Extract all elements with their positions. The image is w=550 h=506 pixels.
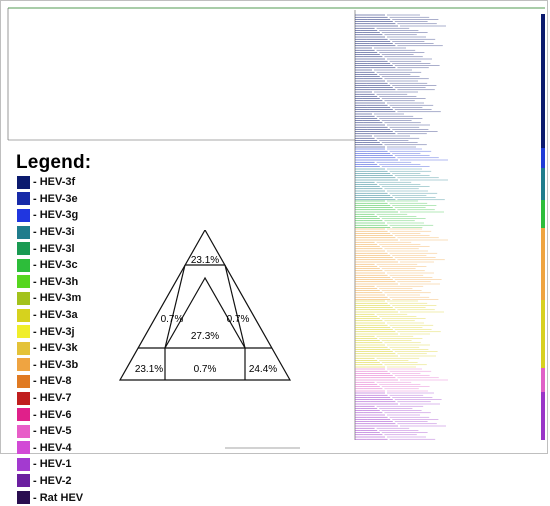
triangle-line-right-a <box>224 264 246 349</box>
legend-item: - HEV-3g <box>17 207 83 224</box>
label-right-upper: 0.7% <box>227 314 250 325</box>
label-bottom-right: 24.4% <box>249 364 277 375</box>
legend-label: - HEV-3h <box>33 275 79 288</box>
label-left-upper: 0.7% <box>161 314 184 325</box>
legend-swatch <box>17 408 30 422</box>
legend-swatch <box>17 341 30 355</box>
legend-swatch <box>17 175 30 189</box>
legend-item: - HEV-3f <box>17 174 83 191</box>
legend-label: - HEV-3l <box>33 242 75 255</box>
legend-item: - HEV-4 <box>17 440 83 457</box>
clade-bar <box>541 14 545 148</box>
figure-frame <box>0 0 548 454</box>
legend-label: - HEV-3g <box>33 209 79 222</box>
legend-item: - HEV-6 <box>17 406 83 423</box>
legend-item: - HEV-3i <box>17 224 83 241</box>
legend-item: - HEV-3k <box>17 340 83 357</box>
legend-label: - HEV-3f <box>33 176 76 189</box>
clade-bar <box>541 228 545 300</box>
legend-item: - HEV-3l <box>17 240 83 257</box>
clade-bar <box>541 168 545 200</box>
clade-bar <box>541 392 545 440</box>
legend-label: - HEV-3e <box>33 192 78 205</box>
legend-label: - HEV-1 <box>33 458 72 471</box>
label-center: 27.3% <box>191 331 219 342</box>
legend-item: - HEV-2 <box>17 473 83 490</box>
legend-swatch <box>17 457 30 471</box>
legend-label: - HEV-3b <box>33 358 79 371</box>
phylogenetic-tree <box>7 7 545 449</box>
legend-label: - HEV-3j <box>33 325 75 338</box>
legend: - HEV-3f - HEV-3e - HEV-3g - HEV-3i - HEV-3l… <box>17 174 83 506</box>
legend-swatch <box>17 225 30 239</box>
legend-swatch <box>17 391 30 405</box>
legend-item: - HEV-3j <box>17 323 83 340</box>
legend-item: - HEV-3h <box>17 274 83 291</box>
clade-bar <box>541 368 545 392</box>
legend-swatch <box>17 441 30 455</box>
legend-swatch <box>17 192 30 206</box>
legend-item: - HEV-5 <box>17 423 83 440</box>
legend-swatch <box>17 474 30 488</box>
legend-label: - HEV-2 <box>33 474 72 487</box>
legend-swatch <box>17 424 30 438</box>
label-bottom-middle: 0.7% <box>194 364 217 375</box>
legend-label: - HEV-3a <box>33 309 78 322</box>
legend-item: - HEV-3a <box>17 307 83 324</box>
label-bottom-left: 23.1% <box>135 364 163 375</box>
legend-swatch <box>17 291 30 305</box>
triangle-line-left-a <box>164 264 186 349</box>
legend-item: - Rat HEV <box>17 489 83 506</box>
legend-swatch <box>17 275 30 289</box>
clade-bar <box>541 300 545 368</box>
legend-swatch <box>17 258 30 272</box>
legend-swatch <box>17 325 30 339</box>
legend-label: - HEV-7 <box>33 392 72 405</box>
legend-label: - HEV-5 <box>33 425 72 438</box>
triangle-diagram: 23.1% 0.7% 0.7% 27.3% 23.1% 0.7% 24.4% <box>118 230 292 381</box>
legend-label: - HEV-3i <box>33 226 75 239</box>
legend-item: - HEV-3e <box>17 191 83 208</box>
triangle-inner <box>163 276 247 349</box>
legend-swatch <box>17 308 30 322</box>
legend-label: - HEV-3m <box>33 292 82 305</box>
legend-item: - HEV-8 <box>17 373 83 390</box>
legend-label: - HEV-8 <box>33 375 72 388</box>
legend-swatch <box>17 242 30 256</box>
legend-title: Legend: <box>16 152 92 173</box>
legend-swatch <box>17 358 30 372</box>
legend-label: - HEV-4 <box>33 441 72 454</box>
legend-label: - Rat HEV <box>33 491 84 504</box>
legend-item: - HEV-7 <box>17 390 83 407</box>
legend-swatch <box>17 374 30 388</box>
clade-bar <box>541 148 545 168</box>
legend-swatch <box>17 208 30 222</box>
triangle-outline <box>118 230 292 381</box>
legend-item: - HEV-3m <box>17 290 83 307</box>
legend-item: - HEV-3c <box>17 257 83 274</box>
legend-item: - HEV-1 <box>17 456 83 473</box>
label-top: 23.1% <box>191 255 219 266</box>
legend-label: - HEV-6 <box>33 408 72 421</box>
clade-bar <box>541 200 545 228</box>
legend-item: - HEV-3b <box>17 357 83 374</box>
legend-swatch <box>17 491 30 505</box>
legend-label: - HEV-3c <box>33 259 78 272</box>
legend-label: - HEV-3k <box>33 342 78 355</box>
